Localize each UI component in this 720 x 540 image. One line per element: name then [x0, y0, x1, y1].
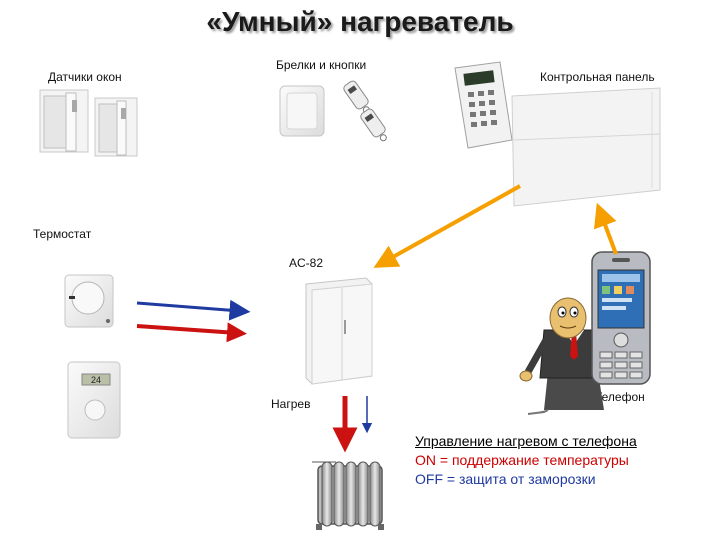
orange-arrow-phone-to-panel: [593, 202, 618, 255]
thermostat-dial-icon: [64, 274, 114, 328]
info-block: Управление нагревом с телефона ON = подд…: [415, 432, 637, 489]
info-off-line: OFF = защита от заморозки: [415, 471, 596, 487]
info-heading: Управление нагревом с телефона: [415, 433, 637, 449]
radiator-icon: [312, 461, 384, 530]
heating-label: Нагрев: [271, 397, 311, 411]
control-panel-label: Контрольная панель: [540, 70, 655, 84]
orange-arrow-to-ac82: [373, 184, 521, 268]
thermostat-label: Термостат: [33, 227, 92, 241]
blue-arrow-thermostat: [136, 299, 251, 321]
wall-button-icon: [279, 85, 325, 137]
window-sensors-label: Датчики окон: [48, 70, 122, 84]
red-arrow-thermostat: [136, 322, 247, 343]
keyfobs-label: Брелки и кнопки: [276, 58, 367, 72]
thermostat-display-icon: [67, 361, 121, 439]
keypad-icon: [454, 61, 513, 149]
phone-label: Телефон: [595, 390, 645, 404]
keyfob-icon: [343, 80, 387, 142]
ac82-unit-icon: [305, 277, 373, 385]
window-sensor-icon: [39, 89, 138, 157]
mobile-phone-icon: [591, 251, 651, 385]
thermostat-display-value: 24: [91, 375, 101, 385]
page-title: «Умный» нагреватель: [206, 6, 514, 37]
control-panel-box-icon: [511, 87, 661, 207]
ac82-label: AC-82: [289, 256, 324, 270]
info-on-line: ON = поддержание температуры: [415, 452, 629, 468]
